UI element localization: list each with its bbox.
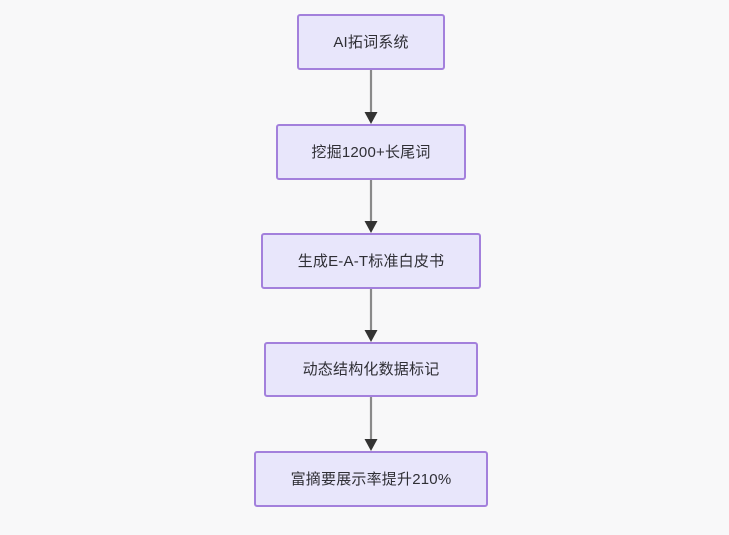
flow-node-ai-keyword-system[interactable]: AI拓词系统 xyxy=(297,14,445,70)
flow-node-generate-eat-whitepaper[interactable]: 生成E-A-T标准白皮书 xyxy=(261,233,481,289)
flow-node-label: 生成E-A-T标准白皮书 xyxy=(297,252,445,270)
flow-node-dynamic-structured-data-markup[interactable]: 动态结构化数据标记 xyxy=(264,342,478,397)
flow-edge-node2-node3 xyxy=(360,180,382,233)
flow-edge-node4-node5 xyxy=(360,397,382,451)
flow-node-rich-snippet-impression-uplift[interactable]: 富摘要展示率提升210% xyxy=(254,451,488,507)
flow-node-mine-longtail-keywords[interactable]: 挖掘1200+长尾词 xyxy=(276,124,466,180)
flow-node-label: 动态结构化数据标记 xyxy=(302,361,440,378)
flow-edge-node1-node2 xyxy=(360,70,382,124)
flow-node-label: 富摘要展示率提升210% xyxy=(290,470,452,488)
flow-edge-node3-node4 xyxy=(360,289,382,342)
flow-node-label: AI拓词系统 xyxy=(333,33,409,51)
flow-node-label: 挖掘1200+长尾词 xyxy=(311,143,431,161)
